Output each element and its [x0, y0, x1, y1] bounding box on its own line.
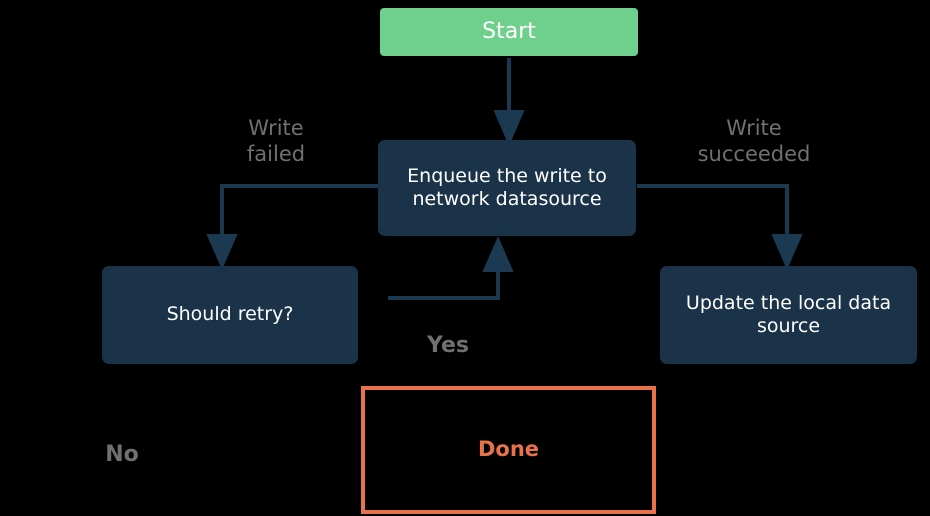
edge-enqueue-to-update-local: [637, 184, 803, 270]
node-should-retry[interactable]: Should retry?: [102, 266, 358, 364]
edge-retry-yes-to-enqueue: [388, 236, 514, 300]
edge-enqueue-to-should-retry: [206, 184, 378, 270]
edge-label-write-failed: Write failed: [246, 116, 306, 166]
node-enqueue-write[interactable]: Enqueue the write to network datasource: [378, 140, 636, 236]
node-update-local-data-source[interactable]: Update the local data source: [660, 266, 917, 364]
edge-label-no: No: [105, 442, 139, 467]
edge-label-yes: Yes: [427, 333, 469, 358]
edge-label-write-succeeded: Write succeeded: [697, 116, 811, 166]
node-start[interactable]: Start: [380, 8, 638, 56]
node-done[interactable]: Done: [361, 386, 656, 514]
